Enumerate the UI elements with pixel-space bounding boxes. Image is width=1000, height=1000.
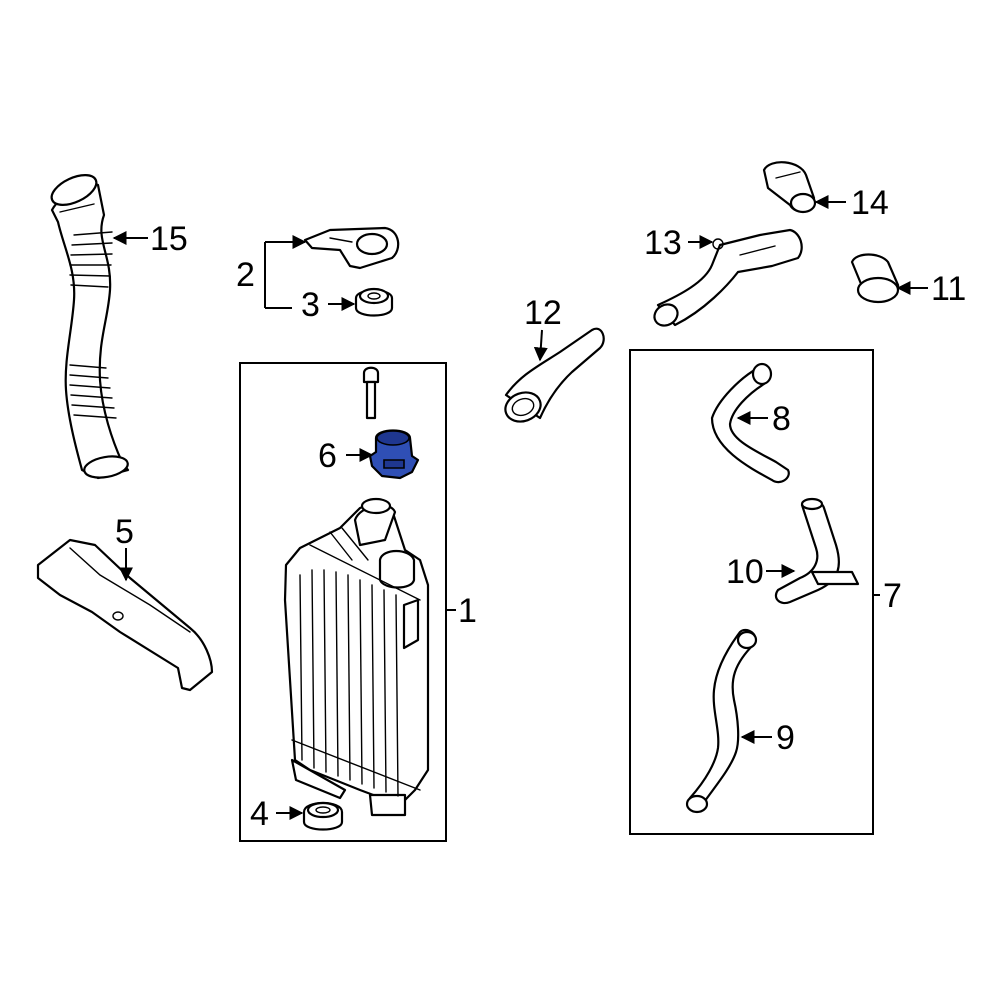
callout-7: 7	[883, 577, 902, 615]
part-13-pipe[interactable]	[651, 228, 803, 330]
intercooler-group-frame	[239, 362, 447, 842]
part-3-grommet[interactable]	[354, 287, 394, 317]
part-15-intake-hose[interactable]	[47, 169, 130, 481]
callout-11: 11	[931, 270, 966, 308]
callout-14: 14	[851, 184, 889, 222]
part-14-coupler[interactable]	[762, 161, 817, 214]
part-1-intercooler[interactable]	[283, 497, 430, 817]
coolant-hose-group-frame	[629, 349, 874, 835]
callout-5: 5	[115, 513, 134, 551]
leaders	[112, 195, 928, 820]
intercooler-bolt[interactable]	[362, 366, 380, 420]
callout-15: 15	[150, 220, 188, 258]
callout-9: 9	[776, 719, 795, 757]
part-10-pipe[interactable]	[774, 497, 860, 605]
part-11-elbow[interactable]	[850, 253, 900, 304]
callout-10: 10	[726, 553, 764, 591]
callout-13: 13	[644, 224, 682, 262]
part-5-deflector[interactable]	[36, 538, 214, 692]
callout-12: 12	[524, 294, 562, 332]
callout-6: 6	[318, 437, 337, 475]
part-4-grommet[interactable]	[302, 801, 344, 831]
callout-3: 3	[301, 286, 320, 324]
part-2-bracket[interactable]	[303, 226, 400, 270]
callout-2: 2	[236, 256, 255, 294]
callout-4: 4	[250, 795, 269, 833]
part-9-hose[interactable]	[685, 628, 758, 814]
callout-labels: 15 2 3 12 13 14 11 6 5 1 4 8 10 7 9	[115, 184, 966, 833]
part-6-sensor-highlighted[interactable]	[368, 429, 420, 480]
callout-8: 8	[772, 400, 791, 438]
part-12-hose[interactable]	[501, 327, 605, 427]
part-8-hose[interactable]	[710, 362, 790, 484]
callout-1: 1	[458, 592, 477, 630]
